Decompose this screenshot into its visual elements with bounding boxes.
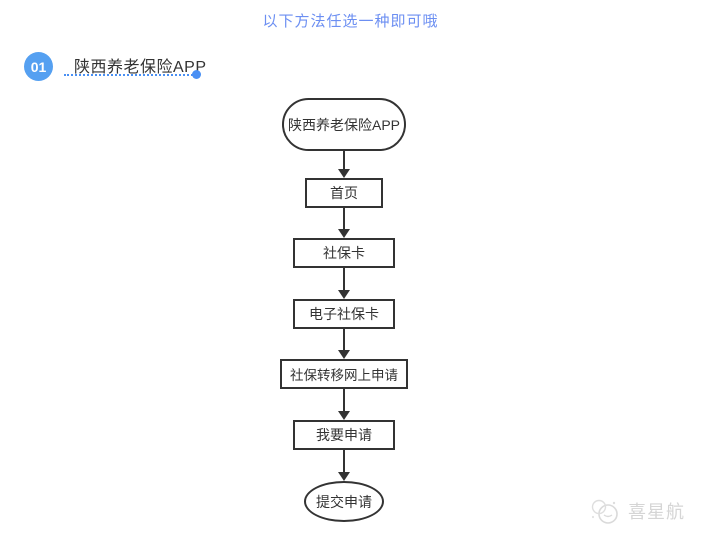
arrow-down-icon (337, 268, 350, 299)
dotted-underline (64, 74, 196, 76)
watermark-label: 喜星航 (628, 502, 685, 522)
flow-node-i-want-apply: 我要申请 (293, 420, 395, 450)
flow-node-start: 陕西养老保险APP (282, 98, 406, 151)
watermark: 喜星航 (589, 496, 685, 526)
xixinghang-logo-icon (589, 496, 623, 526)
arrow-down-icon (337, 389, 350, 420)
flow-node-home: 首页 (305, 178, 383, 208)
arrow-down-icon (337, 450, 350, 481)
flow-node-submit: 提交申请 (304, 481, 384, 522)
flow-node-social-card: 社保卡 (293, 238, 395, 268)
underline-end-dot (192, 70, 201, 79)
section-title: 陕西养老保险APP (74, 59, 207, 76)
page-title: 以下方法任选一种即可哦 (262, 13, 439, 30)
arrow-down-icon (337, 151, 350, 178)
section-number-badge: 01 (24, 52, 53, 81)
arrow-down-icon (337, 208, 350, 238)
flow-node-transfer-online-apply: 社保转移网上申请 (280, 359, 408, 389)
flow-node-e-social-card: 电子社保卡 (293, 299, 395, 329)
arrow-down-icon (337, 329, 350, 359)
